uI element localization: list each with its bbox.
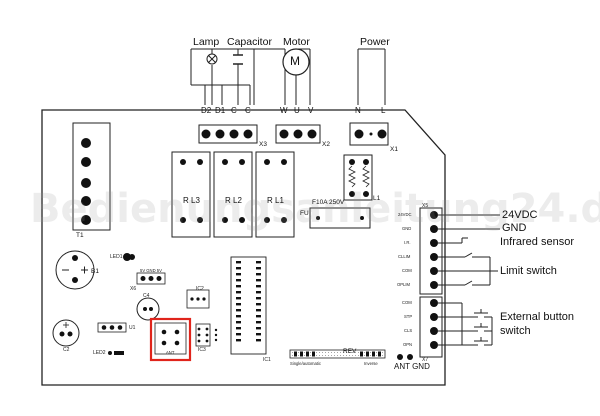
rev-label: REV xyxy=(343,348,357,355)
power-label: Power xyxy=(360,36,390,48)
label-external-button: External button xyxy=(500,311,574,323)
lamp-symbol xyxy=(206,53,218,65)
right-wiring xyxy=(438,214,500,346)
transformer-t1 xyxy=(72,122,111,231)
terminal-x1 xyxy=(349,122,389,146)
motor-symbol-label: M xyxy=(290,54,300,68)
pin-u: U xyxy=(294,106,300,115)
capacitor-c2 xyxy=(52,319,80,347)
buzzer-b1 xyxy=(55,250,95,290)
ant-module-label: ANT xyxy=(166,350,175,355)
x7-label: X7 xyxy=(422,357,429,363)
terminal-x5 xyxy=(419,207,443,295)
chip-ic2 xyxy=(186,289,210,309)
rev-dip-switch xyxy=(289,349,386,359)
x5-pin-oplim: OPLIM xyxy=(397,282,411,287)
t1-label: T1 xyxy=(76,232,84,239)
x5-pin-cllim: CLLIM xyxy=(398,254,411,259)
relay-rl1-label: R L1 xyxy=(267,196,284,205)
terminal-x2 xyxy=(275,124,321,144)
c4-label: C4 xyxy=(143,293,150,299)
relay-rl2 xyxy=(213,151,253,238)
rev-left-label: Single/automatic xyxy=(290,361,321,366)
label-infrared-sensor: Infrared sensor xyxy=(500,236,574,248)
label-gnd: GND xyxy=(502,222,527,234)
pin-w: W xyxy=(280,106,288,115)
terminal-x7 xyxy=(419,296,443,358)
header-x6 xyxy=(136,272,166,285)
x5-pin-ir: I.R. xyxy=(404,240,411,245)
ic1-label: IC1 xyxy=(263,357,271,363)
ic3-label: IC3 xyxy=(198,347,206,353)
fuse-rating: F10A 250V xyxy=(312,199,345,206)
capacitor-symbol xyxy=(233,54,243,65)
regulator-u1 xyxy=(97,322,127,333)
l1-label: L1 xyxy=(373,195,381,202)
inductor-l1 xyxy=(343,154,373,201)
lamp-label: Lamp xyxy=(193,36,220,48)
pin-v: V xyxy=(308,106,314,115)
capacitor-label: Capacitor xyxy=(227,36,272,48)
x5-pin-24vdc: 24VDC xyxy=(398,212,412,217)
x2-label: X2 xyxy=(322,141,330,148)
led2-label: LED2 xyxy=(93,350,106,356)
chip-ic3 xyxy=(195,323,211,347)
relay-rl1 xyxy=(255,151,295,238)
x5-label: X5 xyxy=(422,203,429,209)
fuse-label: FU xyxy=(300,210,309,217)
motor-label: Motor xyxy=(283,36,310,48)
resistor-dots xyxy=(214,328,218,342)
ant-gnd-pads xyxy=(397,354,413,360)
relay-rl3 xyxy=(171,151,211,238)
c2-label: C2 xyxy=(63,347,70,353)
x3-label: X3 xyxy=(259,141,267,148)
x7-pin-com: COM xyxy=(402,300,412,305)
motor-symbol xyxy=(282,48,310,76)
pin-l: L xyxy=(381,106,386,115)
x6-label: X6 xyxy=(130,286,137,292)
pin-n: N xyxy=(355,106,361,115)
x5-pin-com: COM xyxy=(402,268,412,273)
top-wiring xyxy=(190,48,386,105)
label-24vdc: 24VDC xyxy=(502,209,538,221)
pin-d2: D2 xyxy=(201,106,212,115)
b1-label: B1 xyxy=(91,268,99,275)
pin-c2: C xyxy=(245,106,251,115)
x7-pin-opn: OPN xyxy=(403,342,413,347)
highlight-box xyxy=(149,317,192,362)
led1-label: LED1 xyxy=(110,254,123,260)
antenna-module xyxy=(154,322,187,355)
relay-rl2-label: R L2 xyxy=(225,196,242,205)
led2 xyxy=(108,351,124,355)
u1-label: U1 xyxy=(129,325,136,331)
terminal-x3 xyxy=(198,124,258,144)
watermark: Bedienungsanleitung24.de xyxy=(30,186,600,232)
pcb-outline xyxy=(41,109,446,386)
ic2-label: IC2 xyxy=(196,286,204,292)
label-limit-switch: Limit switch xyxy=(500,265,557,277)
relay-rl3-label: R L3 xyxy=(183,196,200,205)
label-switch: switch xyxy=(500,325,531,337)
x7-pin-cls: CLS xyxy=(404,328,413,333)
x7-pin-stp: STP xyxy=(404,314,413,319)
x5-pin-gnd: GND xyxy=(402,226,412,231)
chip-ic1 xyxy=(230,256,267,355)
pin-d1: D1 xyxy=(215,106,226,115)
rev-right-label: Inverse xyxy=(364,361,378,366)
led1 xyxy=(123,253,135,261)
capacitor-c4 xyxy=(136,297,160,321)
pin-c1: C xyxy=(231,106,237,115)
x6-pins-label: 5V GND 5V xyxy=(140,268,162,273)
label-ant-gnd: ANT GND xyxy=(394,362,430,371)
fuse-fu xyxy=(309,207,371,229)
x1-label: X1 xyxy=(390,146,398,153)
